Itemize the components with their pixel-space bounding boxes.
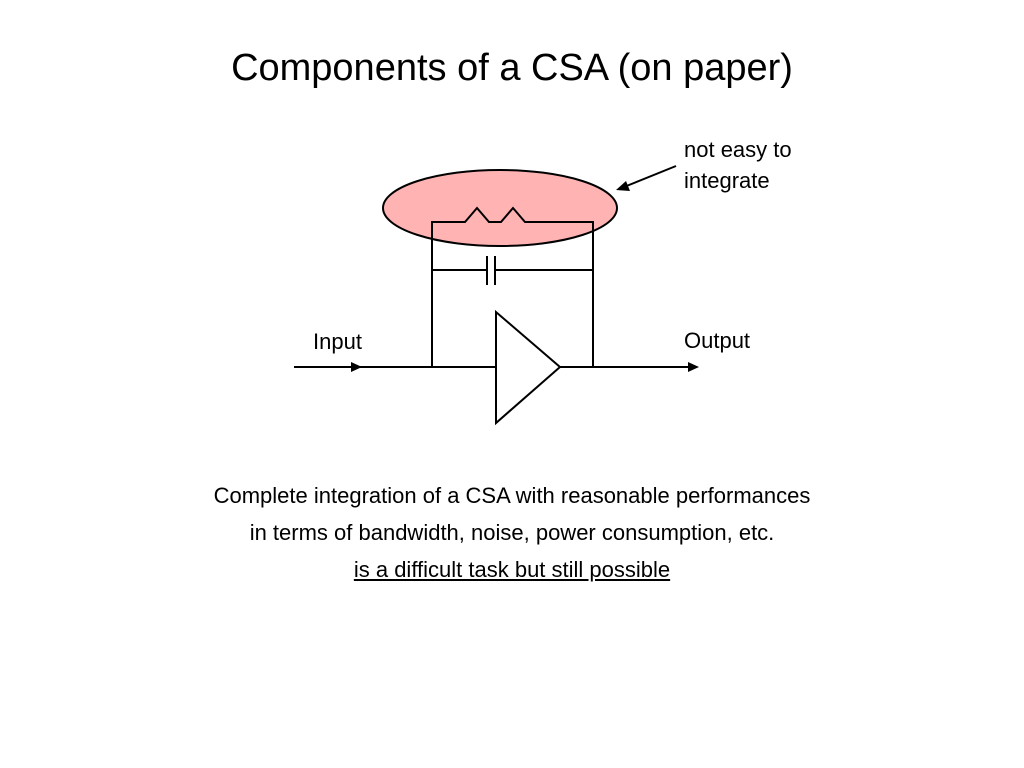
input-arrow-icon — [351, 362, 362, 372]
amplifier-triangle — [495, 309, 562, 426]
note-label: not easy to integrate — [684, 137, 792, 193]
slide-title: Components of a CSA (on paper) — [231, 47, 793, 89]
output-arrow-icon — [688, 362, 699, 372]
body-line-2: in terms of bandwidth, noise, power cons… — [249, 520, 775, 545]
signal-wires — [294, 165, 692, 368]
feedback-resistor — [431, 206, 594, 367]
body-line-3: is a difficult task but still possible — [353, 557, 671, 582]
feedback-capacitor — [432, 256, 593, 285]
input-label: Input — [313, 329, 362, 354]
body-line-1: Complete integration of a CSA with reaso… — [213, 483, 811, 508]
output-label: Output — [684, 328, 751, 353]
highlight-ellipse — [382, 169, 618, 247]
note-arrow-icon — [616, 181, 630, 191]
